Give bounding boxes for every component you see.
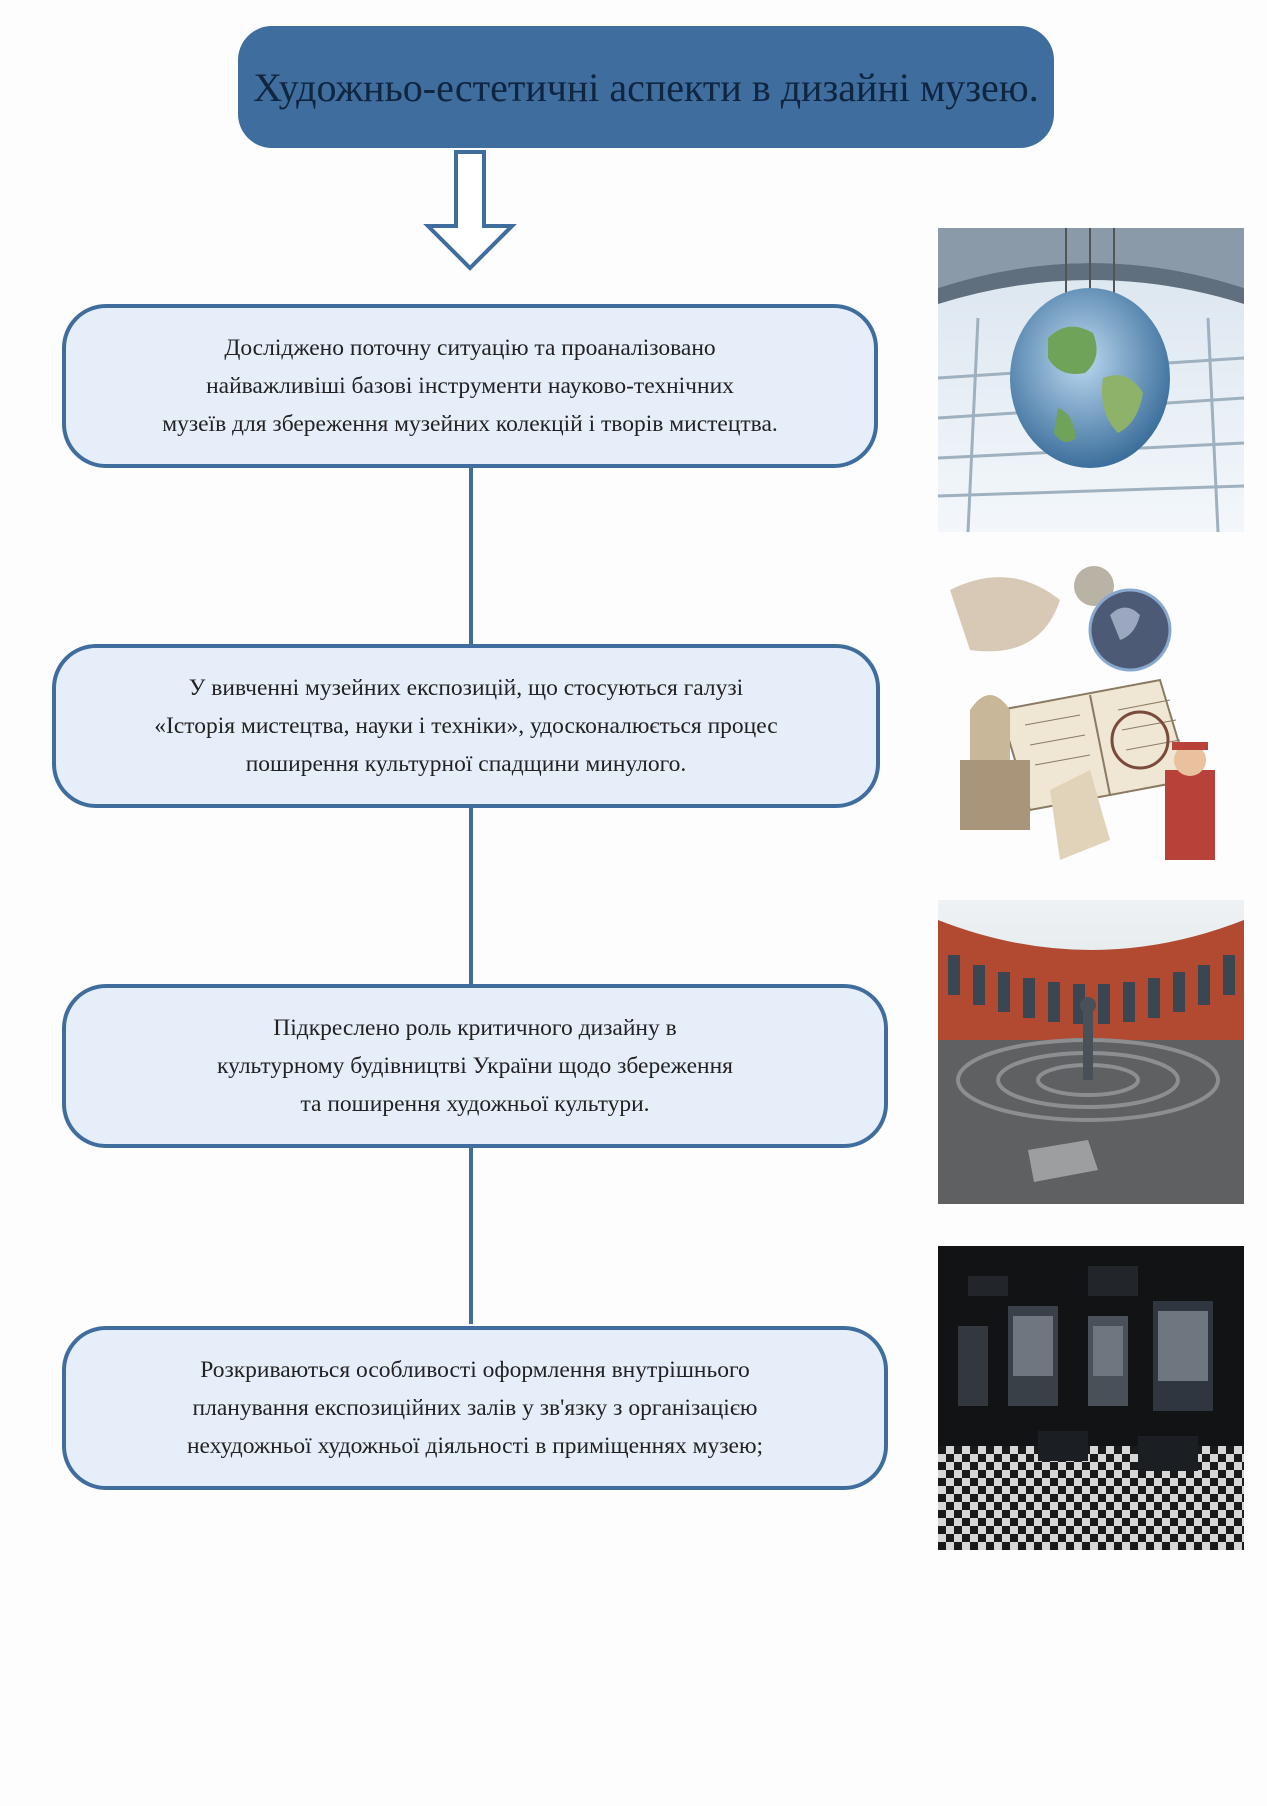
step-box-4: Розкриваються особливості оформлення вну… [62,1326,888,1490]
step-box-1: Досліджено поточну ситуацію та проаналіз… [62,304,878,468]
connector-line [469,1146,473,1324]
museum-courtyard-photo [938,900,1244,1204]
globe-atrium-photo [938,228,1244,532]
science-history-collage [940,560,1246,864]
exhibition-hall-photo [938,1246,1244,1550]
step-text: Підкреслено роль критичного дизайну в ку… [217,1015,733,1117]
diagram-title: Художньо-естетичні аспекти в дизайні муз… [238,26,1054,148]
step-text: Досліджено поточну ситуацію та проаналіз… [162,335,778,437]
down-arrow-icon [423,150,517,271]
connector-line [469,466,473,644]
step-text: Розкриваються особливості оформлення вну… [186,1357,764,1459]
connector-line [469,806,473,984]
diagram-title-text: Художньо-естетичні аспекти в дизайні муз… [253,64,1039,110]
step-box-2: У вивченні музейних експозицій, що стосу… [52,644,880,808]
step-text: У вивченні музейних експозицій, що стосу… [154,675,778,777]
step-box-3: Підкреслено роль критичного дизайну в ку… [62,984,888,1148]
